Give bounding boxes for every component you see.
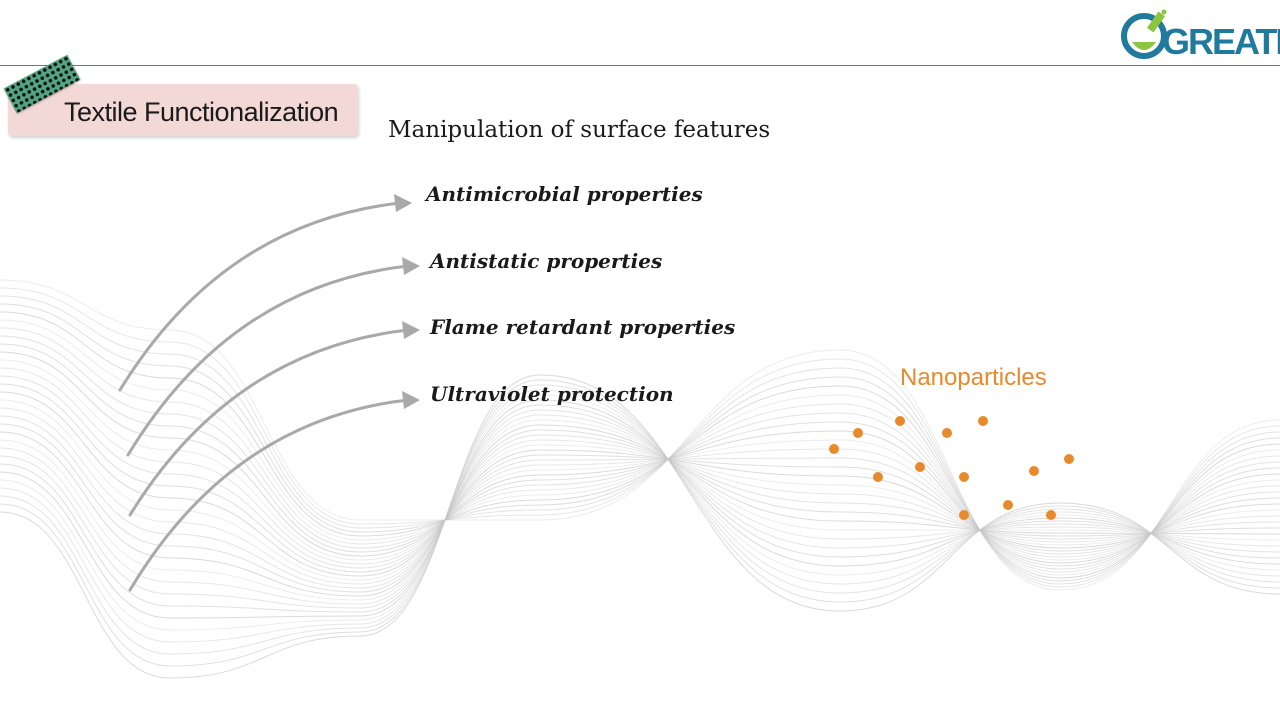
property-uv-protection: Ultraviolet protection [430, 382, 674, 406]
wave-line [0, 287, 1280, 588]
nanoparticle-dot [829, 444, 839, 454]
header-divider [0, 65, 1280, 66]
nanoparticle-dot [1003, 500, 1013, 510]
wave-line [0, 399, 1280, 619]
nanoparticle-dot [853, 428, 863, 438]
wave-line [0, 409, 1280, 609]
nanoparticle-dot [873, 472, 883, 482]
connector-arrow [118, 201, 402, 392]
connector-arrow [128, 328, 410, 517]
wave-line [0, 424, 1280, 597]
nanoparticle-dot [978, 416, 988, 426]
wave-line [0, 343, 1280, 567]
nanoparticles-label: Nanoparticles [900, 364, 1047, 391]
nanoparticle-dot [895, 416, 905, 426]
property-antimicrobial: Antimicrobial properties [426, 182, 703, 206]
wave-line [0, 399, 1280, 581]
wave-line [0, 279, 1280, 591]
slide-heading: Manipulation of surface features [388, 117, 771, 143]
topic-tag-label: Textile Functionalization [64, 97, 339, 127]
wave-line [0, 404, 1280, 613]
wave-line [0, 419, 1280, 601]
property-antistatic: Antistatic properties [430, 249, 663, 273]
wave-line [0, 295, 1280, 585]
nanoparticle-dot [959, 472, 969, 482]
greate-logo: GREATE [1120, 6, 1280, 64]
wave-line [0, 384, 1280, 655]
wave-line [0, 414, 1280, 605]
arrow-head [402, 321, 420, 339]
wave-line [0, 367, 1280, 565]
topic-tag [8, 84, 358, 136]
wave-line [0, 415, 1280, 589]
nanoparticle-dot [959, 510, 969, 520]
wave-line [0, 359, 1280, 561]
arrow-head [402, 391, 420, 409]
nanoparticle-dot [915, 462, 925, 472]
flask-icon [1121, 9, 1167, 59]
wave-line [0, 351, 1280, 564]
wave-line [0, 374, 1280, 679]
nanoparticle-dot [1029, 466, 1039, 476]
connector-arrow [126, 264, 410, 457]
wave-line [0, 311, 1280, 579]
property-flame-retardant: Flame retardant properties [430, 315, 736, 339]
logo-text: GREATE [1162, 21, 1280, 62]
nanoparticle-dot [942, 428, 952, 438]
wave-line [0, 379, 1280, 667]
wave-line [0, 375, 1280, 569]
nanoparticle-dot [1046, 510, 1056, 520]
wave-line [0, 391, 1280, 577]
connector-arrow [128, 398, 410, 592]
wave-line [0, 383, 1280, 573]
wave-line [0, 423, 1280, 593]
wave-line [0, 319, 1280, 576]
wave-line [0, 335, 1280, 570]
wave-line [0, 407, 1280, 585]
nanoparticle-dot [1064, 454, 1074, 464]
wave-line [0, 327, 1280, 573]
arrow-head [394, 194, 412, 212]
arrow-head [402, 257, 420, 275]
